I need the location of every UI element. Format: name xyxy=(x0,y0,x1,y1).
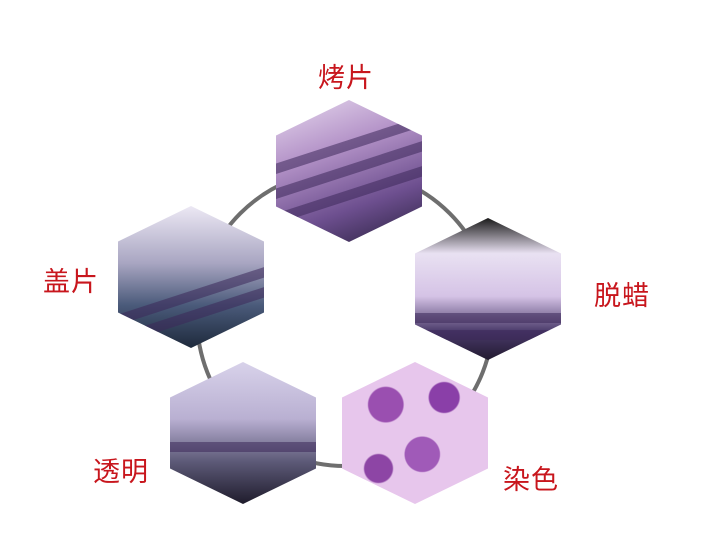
step-label-coverslipping: 盖片 xyxy=(43,267,99,298)
step-label-staining: 染色 xyxy=(503,465,559,496)
step-label-clearing: 透明 xyxy=(93,457,149,488)
step-label-baking: 烤片 xyxy=(318,63,374,94)
baking-image xyxy=(276,100,422,242)
step-label-dewaxing: 脱蜡 xyxy=(594,281,650,312)
